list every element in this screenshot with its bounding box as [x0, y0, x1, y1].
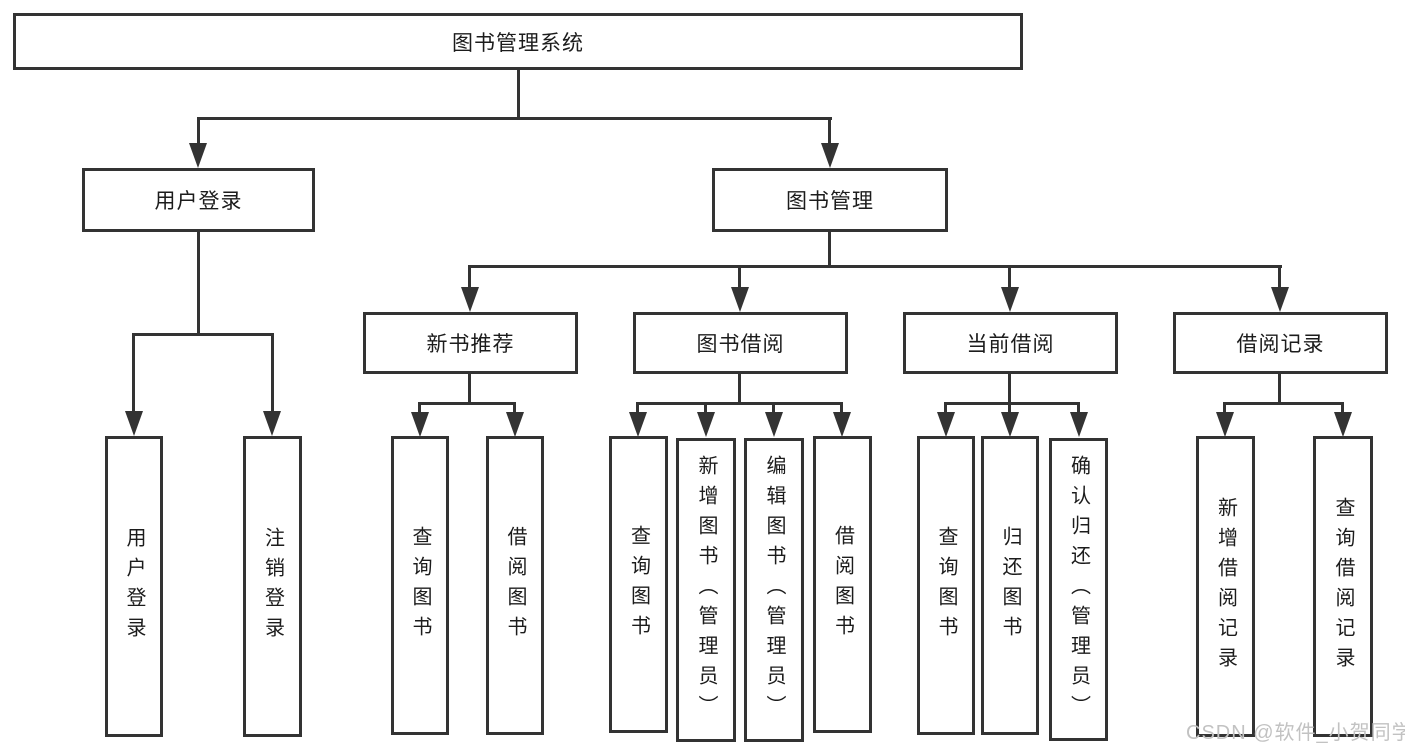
leaf-borrow-books-box: 借阅图书: [486, 436, 544, 735]
arrowhead-down-icon: [1216, 412, 1234, 437]
node-user-login-label: 用户登录: [154, 190, 243, 213]
connector-book-mgmt-drop: [828, 117, 831, 145]
arrowhead-down-icon: [125, 411, 143, 436]
connector-drop: [418, 402, 421, 416]
connector-drop: [132, 333, 135, 413]
connector-root-stem: [517, 70, 520, 120]
connector-drop: [944, 402, 947, 416]
node-root-box: 图书管理系统: [13, 13, 1023, 70]
leaf-confirm-return-admin-box: 确认归还（管理员）: [1049, 438, 1108, 741]
leaf-label: 查询图书: [935, 525, 957, 646]
arrowhead-down-icon: [765, 412, 783, 437]
leaf-label: 编辑图书（管理员）: [763, 455, 785, 725]
connector-drop: [1008, 265, 1011, 290]
connector-current-borrow-stem: [1008, 374, 1011, 405]
connector-drop: [738, 265, 741, 290]
arrowhead-down-icon: [411, 412, 429, 437]
arrowhead-down-icon: [731, 287, 749, 312]
connector-borrow-records-rail: [1224, 402, 1344, 405]
leaf-borrow-books-box: 借阅图书: [813, 436, 872, 733]
connector-user-login-stem: [197, 232, 200, 336]
arrowhead-down-icon: [189, 143, 207, 168]
node-current-borrow-box: 当前借阅: [903, 312, 1118, 374]
node-current-borrow-label: 当前借阅: [966, 333, 1055, 356]
connector-drop: [840, 402, 843, 416]
connector-new-books-stem: [468, 374, 471, 405]
node-book-management-box: 图书管理: [712, 168, 948, 232]
leaf-user-login-box: 用户登录: [105, 436, 163, 737]
connector-borrow-records-stem: [1278, 374, 1281, 405]
arrowhead-down-icon: [697, 412, 715, 437]
node-book-borrow-box: 图书借阅: [633, 312, 848, 374]
leaf-add-books-admin-box: 新增图书（管理员）: [676, 438, 736, 742]
connector-drop: [1341, 402, 1344, 416]
leaf-query-borrow-record-box: 查询借阅记录: [1313, 436, 1373, 737]
connector-user-login-rail: [134, 333, 274, 336]
node-book-management-label: 图书管理: [786, 190, 874, 213]
leaf-label: 借阅图书: [831, 524, 854, 645]
arrowhead-down-icon: [461, 287, 479, 312]
arrowhead-down-icon: [1271, 287, 1289, 312]
connector-drop: [636, 402, 639, 416]
leaf-label: 查询图书: [409, 525, 431, 646]
leaf-edit-books-admin-box: 编辑图书（管理员）: [744, 438, 804, 742]
connector-drop: [1278, 265, 1281, 290]
connector-drop: [772, 402, 775, 416]
arrowhead-down-icon: [1334, 412, 1352, 437]
connector-level3-rail: [470, 265, 1282, 268]
node-borrow-records-label: 借阅记录: [1236, 333, 1325, 356]
leaf-label: 借阅图书: [504, 525, 526, 646]
node-borrow-records-box: 借阅记录: [1173, 312, 1388, 374]
connector-book-mgmt-stem: [828, 232, 831, 268]
arrowhead-down-icon: [1001, 287, 1019, 312]
csdn-watermark: CSDN @软件_小贺同学: [1186, 722, 1405, 744]
leaf-query-books-box: 查询图书: [917, 436, 975, 735]
connector-drop: [1223, 402, 1226, 416]
leaf-query-books-box: 查询图书: [609, 436, 668, 733]
arrowhead-down-icon: [1001, 412, 1019, 437]
node-new-books-box: 新书推荐: [363, 312, 578, 374]
leaf-add-borrow-record-box: 新增借阅记录: [1196, 436, 1255, 737]
arrowhead-down-icon: [263, 411, 281, 436]
connector-current-borrow-rail: [946, 402, 1079, 405]
leaf-label: 查询图书: [627, 524, 650, 645]
leaf-label: 用户登录: [123, 526, 145, 647]
leaf-return-books-box: 归还图书: [981, 436, 1039, 735]
node-user-login-box: 用户登录: [82, 168, 315, 232]
leaf-label: 注销登录: [261, 526, 284, 647]
leaf-label: 查询借阅记录: [1332, 496, 1354, 677]
connector-new-books-rail: [420, 402, 516, 405]
arrowhead-down-icon: [1070, 412, 1088, 437]
leaf-logout-box: 注销登录: [243, 436, 302, 737]
connector-drop: [468, 265, 471, 290]
connector-drop: [1008, 402, 1011, 416]
arrowhead-down-icon: [506, 412, 524, 437]
connector-book-borrow-stem: [738, 374, 741, 405]
leaf-label: 归还图书: [999, 525, 1021, 646]
connector-drop: [513, 402, 516, 416]
leaf-label: 新增图书（管理员）: [695, 455, 717, 725]
node-root-label: 图书管理系统: [452, 31, 584, 55]
connector-drop: [271, 333, 274, 413]
connector-drop: [704, 402, 707, 416]
connector-book-borrow-rail: [638, 402, 843, 405]
leaf-query-books-box: 查询图书: [391, 436, 449, 735]
connector-level2-rail: [197, 117, 832, 120]
arrowhead-down-icon: [937, 412, 955, 437]
arrowhead-down-icon: [629, 412, 647, 437]
node-book-borrow-label: 图书借阅: [696, 333, 785, 356]
leaf-label: 新增借阅记录: [1214, 496, 1237, 677]
arrowhead-down-icon: [821, 143, 839, 168]
connector-drop: [1077, 402, 1080, 416]
connector-user-login-drop: [197, 117, 200, 145]
leaf-label: 确认归还（管理员）: [1067, 454, 1090, 725]
arrowhead-down-icon: [833, 412, 851, 437]
node-new-books-label: 新书推荐: [426, 333, 515, 356]
